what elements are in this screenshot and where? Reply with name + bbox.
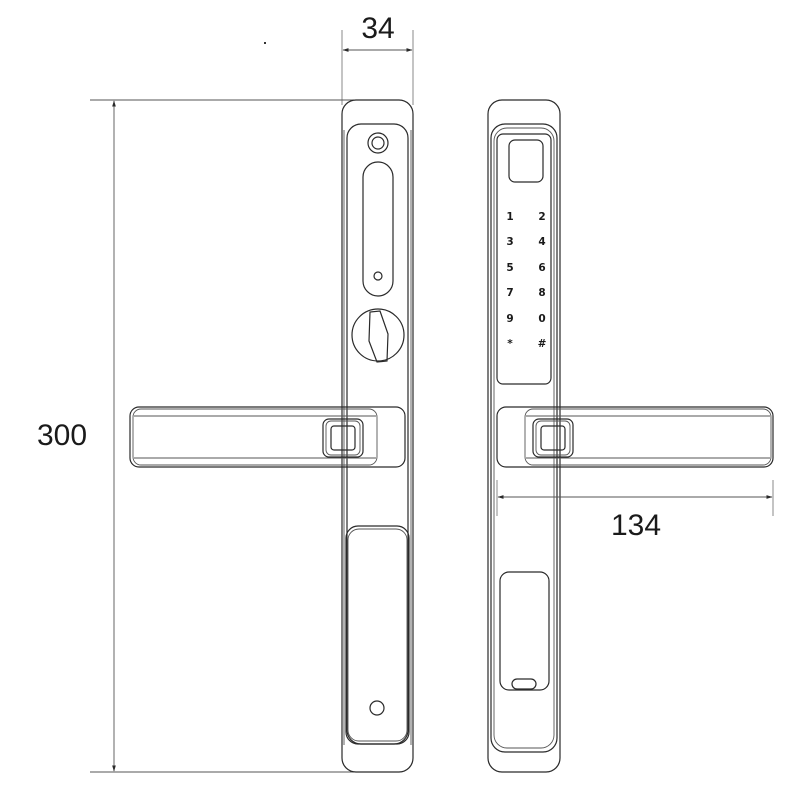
key-8[interactable]: 8 [538,287,545,299]
front-view: 1 2 3 4 5 6 7 8 9 0 * # [487,99,774,773]
key-0[interactable]: 0 [538,313,545,325]
dimension-width [341,30,414,105]
key-hash[interactable]: # [538,338,547,350]
side-outer-plate [341,99,414,773]
key-2[interactable]: 2 [538,211,545,223]
front-fingerprint-sensor-icon [540,425,566,451]
dimension-width-label: 34 [361,12,394,45]
knob-inner-icon [371,136,385,150]
key-4[interactable]: 4 [538,236,545,248]
key-star[interactable]: * [507,338,513,350]
front-outer-plate [487,99,561,773]
front-inner-plate [490,123,558,753]
thumb-turn-grip [368,310,389,363]
side-inner-plate [346,123,409,745]
key-9[interactable]: 9 [506,313,513,325]
keypad-panel [496,133,552,385]
thumb-turn-icon [351,308,405,362]
key-7[interactable]: 7 [506,287,513,299]
side-view [129,99,414,773]
dimension-height-label: 300 [37,419,87,452]
front-fingerprint-pad [532,418,574,458]
key-6[interactable]: 6 [538,262,545,274]
indicator-slot [362,161,394,297]
knob-outer-icon [367,132,389,154]
dimension-handle-length [496,480,774,516]
stray-dot [264,42,266,44]
key-3[interactable]: 3 [506,236,513,248]
side-fingerprint-pad [322,418,364,458]
dimension-handle-length-label: 134 [611,509,661,542]
dimension-height [90,99,360,773]
indicator-led-icon [373,271,383,281]
key-5[interactable]: 5 [506,262,513,274]
card-reader-slot-icon [511,678,537,690]
key-cylinder-icon [369,700,385,716]
keypad: 1 2 3 4 5 6 7 8 9 0 * # [506,211,546,350]
card-reader[interactable] [499,571,550,691]
fingerprint-sensor[interactable] [508,139,544,183]
battery-cover[interactable] [345,525,410,745]
key-1[interactable]: 1 [506,211,513,223]
side-lever-handle[interactable] [129,406,406,468]
front-lever-handle[interactable] [496,406,774,468]
fingerprint-sensor-icon [330,425,356,451]
